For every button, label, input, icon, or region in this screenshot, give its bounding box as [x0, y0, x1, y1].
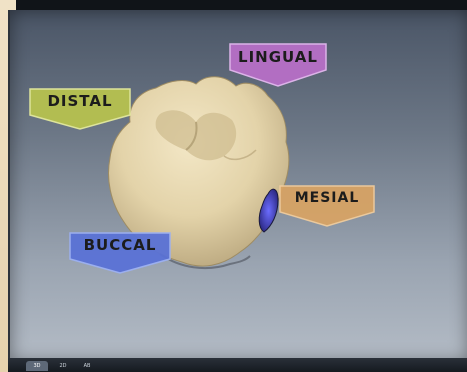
label-distal[interactable]: DISTAL — [28, 87, 132, 131]
title-bar — [16, 0, 467, 10]
tab-3d[interactable]: 3D — [26, 361, 48, 371]
tab-2d[interactable]: 2D — [52, 361, 74, 371]
label-distal-text: DISTAL — [28, 92, 132, 110]
label-lingual-text: LINGUAL — [228, 48, 328, 66]
label-buccal-text: BUCCAL — [68, 236, 172, 254]
label-mesial[interactable]: MESIAL — [278, 184, 376, 228]
tab-ab[interactable]: AB — [76, 361, 98, 371]
label-mesial-text: MESIAL — [278, 190, 376, 206]
label-buccal[interactable]: BUCCAL — [68, 231, 172, 275]
3d-viewport[interactable]: LINGUAL DISTAL MESIAL BUCCAL — [8, 10, 467, 362]
label-lingual[interactable]: LINGUAL — [228, 42, 328, 88]
